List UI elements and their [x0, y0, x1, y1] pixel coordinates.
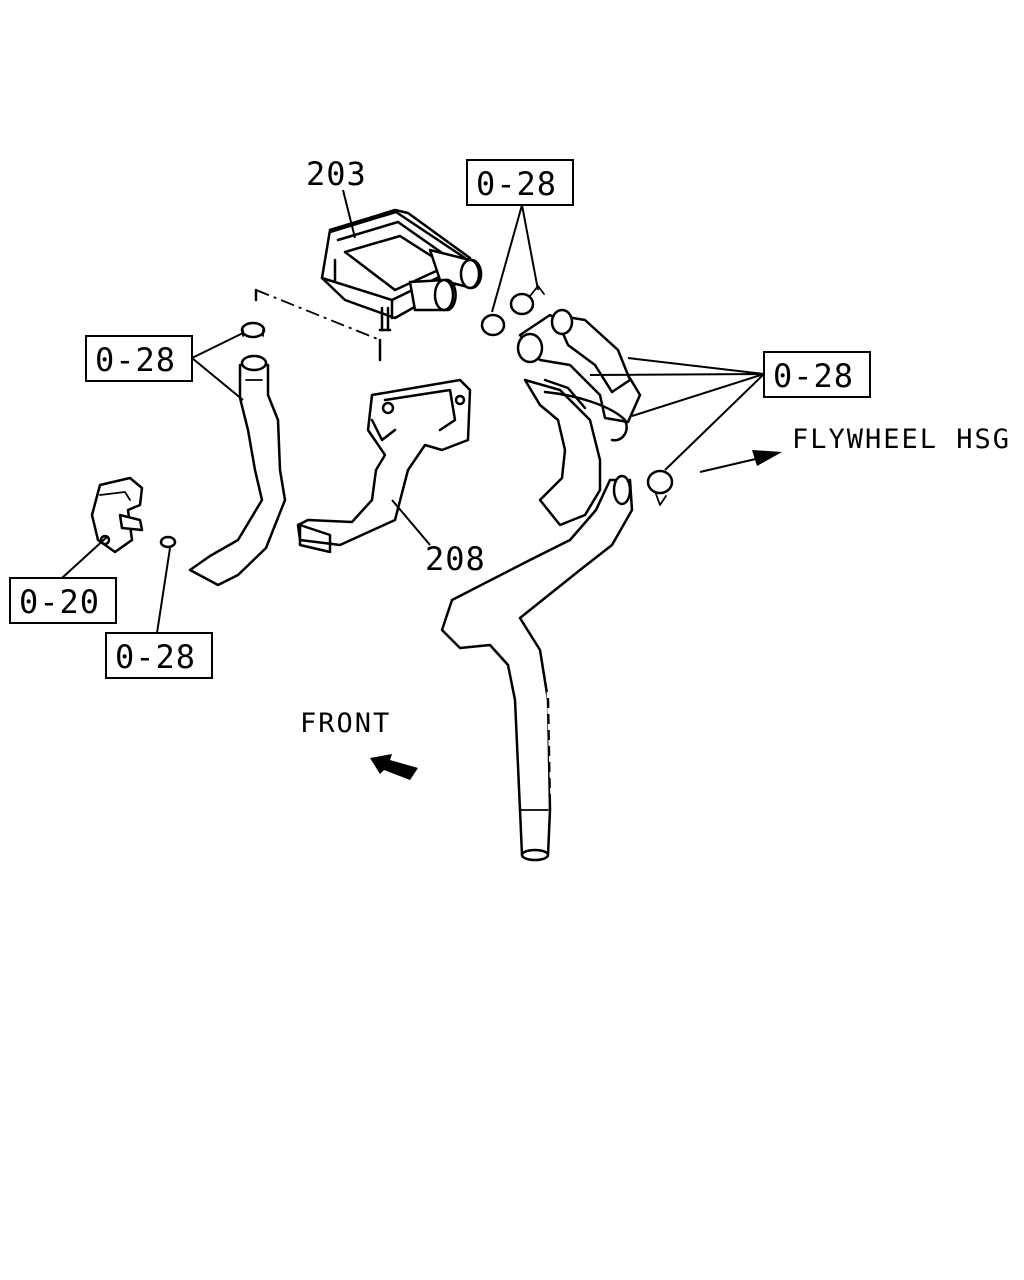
flywheel-note: FLYWHEEL HSG [792, 424, 1011, 455]
bracket-208-part [296, 378, 472, 554]
top-clamps-part [480, 285, 545, 337]
bracket-208-label: 208 [425, 540, 486, 578]
callout-right-leader [589, 357, 765, 471]
callout-bottom-label: 0-28 [115, 638, 196, 676]
callout-020-label: 0-20 [19, 583, 100, 621]
callout-box-bottom [105, 632, 213, 679]
callout-020-leader [61, 535, 109, 579]
callout-left-leader [191, 332, 244, 401]
bracket-208-leader [391, 499, 431, 546]
sensor-203-label: 203 [306, 155, 367, 193]
callout-box-top [466, 159, 574, 206]
callout-top-label: 0-28 [476, 165, 557, 203]
callout-box-left [85, 335, 193, 382]
connector-020-part [90, 476, 177, 554]
callout-box-020 [9, 577, 117, 624]
callout-left-label: 0-28 [95, 341, 176, 379]
callout-bottom-leader [156, 547, 171, 634]
sensor-203-leader [342, 189, 356, 239]
flywheel-arrow-icon [699, 450, 782, 473]
right-clamp-part [646, 469, 674, 506]
callout-right-label: 0-28 [773, 357, 854, 395]
callout-top-leader [491, 204, 539, 313]
callout-box-right [763, 351, 871, 398]
main-hose-part [440, 308, 642, 862]
sensor-203-part [320, 208, 483, 332]
alignment-line [255, 289, 381, 341]
front-note: FRONT [300, 708, 391, 739]
left-hose-part [188, 321, 287, 587]
front-arrow-icon [370, 754, 418, 780]
